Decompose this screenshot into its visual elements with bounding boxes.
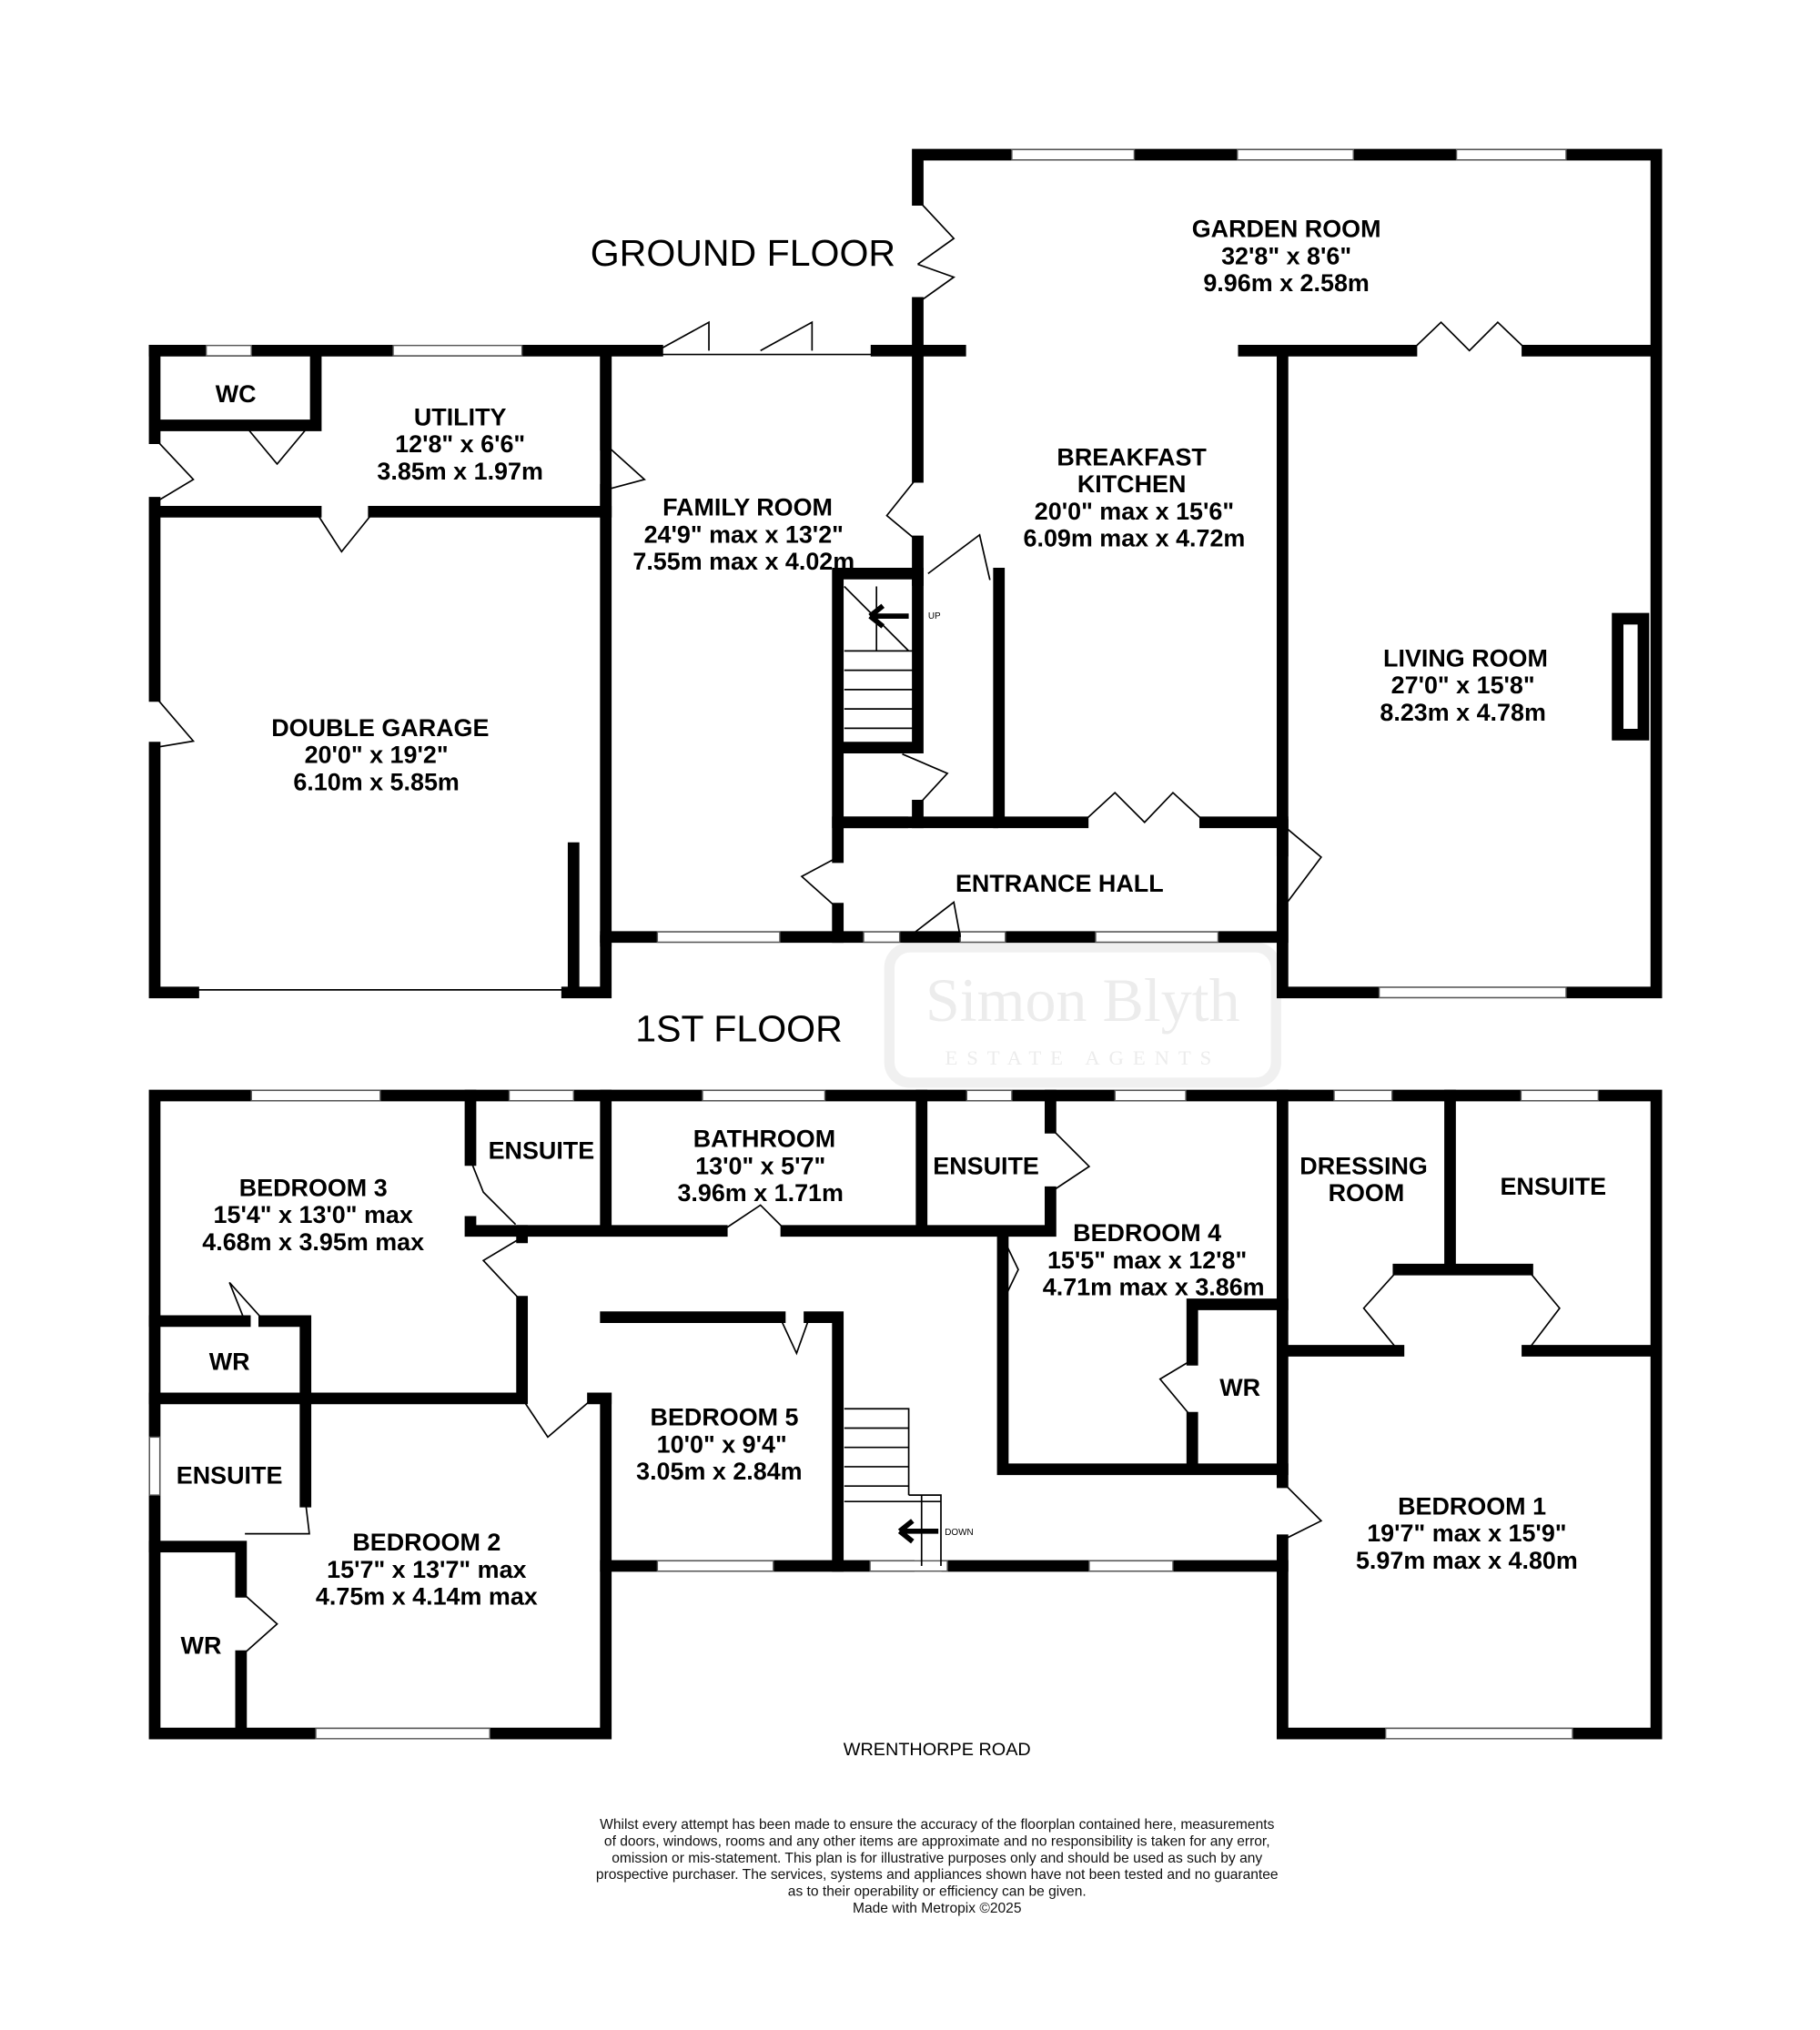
room-size-metric: 4.71m max x 3.86m bbox=[1043, 1274, 1265, 1301]
room-size-imperial: 15'5" max x 12'8" bbox=[1047, 1247, 1247, 1274]
room-size-metric: 3.05m x 2.84m bbox=[636, 1458, 803, 1485]
disclaimer: Whilst every attempt has been made to en… bbox=[596, 1817, 1279, 1916]
room-size-metric: 6.10m x 5.85m bbox=[293, 768, 459, 795]
room-name: BEDROOM 5 bbox=[651, 1404, 799, 1431]
room-name: BEDROOM 4 bbox=[1073, 1219, 1221, 1247]
disclaimer-line: Whilst every attempt has been made to en… bbox=[600, 1817, 1274, 1833]
room-ensuite-bedroom2: ENSUITE bbox=[177, 1461, 283, 1489]
room-ensuite-bedroom1: ENSUITE bbox=[1500, 1173, 1606, 1200]
room-size-imperial: 24'9" max x 13'2" bbox=[644, 520, 844, 548]
stairs-down: DOWN bbox=[844, 1408, 974, 1567]
room-size-imperial: 32'8" x 8'6" bbox=[1221, 242, 1351, 269]
room-size-metric: 5.97m max x 4.80m bbox=[1356, 1547, 1578, 1574]
stairs-up: UP bbox=[844, 585, 941, 730]
watermark: Simon Blyth ESTATE AGENTS bbox=[884, 942, 1281, 1088]
room-living-room: LIVING ROOM 27'0" x 15'8" 8.23m x 4.78m bbox=[1380, 644, 1548, 725]
room-name: UTILITY bbox=[414, 403, 507, 430]
room-name: BEDROOM 1 bbox=[1398, 1492, 1546, 1520]
room-bedroom-1: BEDROOM 1 19'7" max x 15'9" 5.97m max x … bbox=[1356, 1492, 1578, 1573]
room-size-metric: 4.75m x 4.14m max bbox=[316, 1583, 538, 1611]
room-bedroom-3: BEDROOM 3 15'4" x 13'0" max 4.68m x 3.95… bbox=[202, 1175, 424, 1256]
room-family-room: FAMILY ROOM 24'9" max x 13'2" 7.55m max … bbox=[632, 494, 854, 575]
room-size-metric: 6.09m max x 4.72m bbox=[1024, 525, 1246, 552]
room-size-metric: 3.96m x 1.71m bbox=[677, 1179, 843, 1207]
room-bedroom-4: BEDROOM 4 15'5" max x 12'8" 4.71m max x … bbox=[1043, 1219, 1265, 1300]
disclaimer-line: omission or mis-statement. This plan is … bbox=[612, 1851, 1262, 1866]
room-size-imperial: 13'0" x 5'7" bbox=[695, 1152, 825, 1179]
room-size-imperial: 10'0" x 9'4" bbox=[657, 1430, 787, 1458]
room-wr-bedroom3: WR bbox=[209, 1348, 250, 1376]
room-size-imperial: 15'7" x 13'7" max bbox=[327, 1556, 526, 1583]
room-size-imperial: 15'4" x 13'0" max bbox=[214, 1201, 413, 1228]
room-size-imperial: 20'0" max x 15'6" bbox=[1035, 498, 1234, 525]
room-name: DRESSING bbox=[1299, 1152, 1428, 1179]
room-size-imperial: 19'7" max x 15'9" bbox=[1367, 1520, 1566, 1547]
stairs-up-label: UP bbox=[928, 611, 941, 621]
watermark-name: Simon Blyth bbox=[925, 965, 1240, 1035]
room-name: GARDEN ROOM bbox=[1192, 216, 1381, 243]
room-size-metric: 4.68m x 3.95m max bbox=[202, 1228, 424, 1256]
disclaimer-line: as to their operability or efficiency ca… bbox=[788, 1884, 1087, 1900]
room-name: BATHROOM bbox=[693, 1126, 835, 1153]
room-bedroom-5: BEDROOM 5 10'0" x 9'4" 3.05m x 2.84m bbox=[636, 1404, 803, 1485]
ground-floor-title: GROUND FLOOR bbox=[591, 232, 895, 274]
room-dressing-room: DRESSING ROOM bbox=[1299, 1152, 1428, 1207]
stairs-down-label: DOWN bbox=[945, 1528, 973, 1538]
first-floor-title: 1ST FLOOR bbox=[635, 1008, 842, 1050]
ground-floor-walls: UP bbox=[148, 148, 1663, 999]
room-garden-room: GARDEN ROOM 32'8" x 8'6" 9.96m x 2.58m bbox=[1192, 216, 1381, 297]
room-size-metric: 9.96m x 2.58m bbox=[1203, 269, 1370, 297]
disclaimer-line: of doors, windows, rooms and any other i… bbox=[604, 1833, 1270, 1849]
room-wc: WC bbox=[216, 380, 257, 408]
room-ensuite-bedroom4: ENSUITE bbox=[933, 1152, 1039, 1179]
room-bathroom: BATHROOM 13'0" x 5'7" 3.96m x 1.71m bbox=[677, 1126, 843, 1207]
road-label: WRENTHORPE ROAD bbox=[844, 1740, 1031, 1760]
room-name-line2: KITCHEN bbox=[1077, 470, 1187, 498]
room-name: BEDROOM 3 bbox=[239, 1175, 388, 1202]
room-name: DOUBLE GARAGE bbox=[271, 714, 489, 742]
room-wr-bedroom4: WR bbox=[1219, 1374, 1260, 1401]
room-name: BREAKFAST bbox=[1057, 443, 1207, 470]
first-floor-walls: DOWN bbox=[148, 1089, 1663, 1740]
room-size-imperial: 20'0" x 19'2" bbox=[305, 742, 449, 769]
room-double-garage: DOUBLE GARAGE 20'0" x 19'2" 6.10m x 5.85… bbox=[271, 714, 489, 795]
room-size-metric: 8.23m x 4.78m bbox=[1380, 699, 1545, 726]
room-name: BEDROOM 2 bbox=[352, 1529, 500, 1556]
room-size-imperial: 27'0" x 15'8" bbox=[1391, 672, 1535, 699]
room-breakfast-kitchen: BREAKFAST KITCHEN 20'0" max x 15'6" 6.09… bbox=[1024, 443, 1246, 551]
disclaimer-credit: Made with Metropix ©2025 bbox=[853, 1901, 1022, 1916]
room-name-line2: ROOM bbox=[1329, 1179, 1405, 1207]
room-size-metric: 7.55m max x 4.02m bbox=[632, 548, 854, 575]
room-name: LIVING ROOM bbox=[1383, 644, 1548, 672]
room-size-metric: 3.85m x 1.97m bbox=[377, 458, 543, 485]
room-size-imperial: 12'8" x 6'6" bbox=[395, 430, 525, 458]
disclaimer-line: prospective purchaser. The services, sys… bbox=[596, 1867, 1279, 1883]
room-name: FAMILY ROOM bbox=[662, 494, 833, 521]
room-bedroom-2: BEDROOM 2 15'7" x 13'7" max 4.75m x 4.14… bbox=[316, 1529, 538, 1610]
watermark-tagline: ESTATE AGENTS bbox=[945, 1046, 1220, 1069]
room-entrance-hall: ENTRANCE HALL bbox=[956, 870, 1164, 897]
room-wr-bedroom2: WR bbox=[181, 1631, 222, 1659]
room-ensuite-bedroom3: ENSUITE bbox=[489, 1136, 595, 1164]
room-utility: UTILITY 12'8" x 6'6" 3.85m x 1.97m bbox=[377, 403, 543, 484]
